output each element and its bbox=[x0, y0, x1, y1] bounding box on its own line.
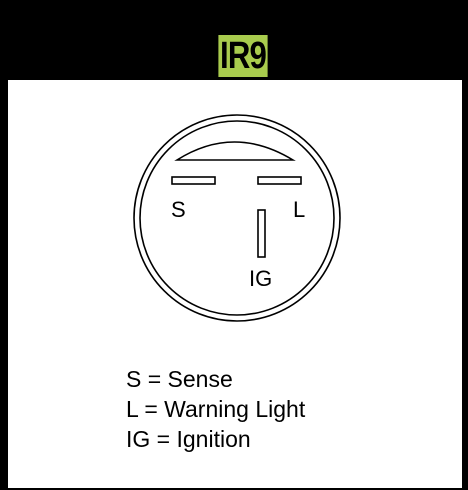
legend-item-warning-light: L = Warning Light bbox=[126, 396, 306, 422]
connector-inner-ring bbox=[139, 120, 335, 316]
terminal-ig-label: IG bbox=[249, 266, 272, 291]
terminal-ig-pin bbox=[257, 209, 266, 258]
diagram-panel: IR9 S L IG S = Sense L = Warning Light I… bbox=[6, 24, 464, 490]
diagram-title: IR9 bbox=[218, 35, 268, 77]
terminal-l-pin bbox=[257, 176, 302, 185]
header-bar: IR9 bbox=[8, 26, 462, 80]
terminal-s-label: S bbox=[171, 197, 186, 222]
connector-key bbox=[174, 141, 296, 161]
terminal-l-label: L bbox=[293, 197, 305, 222]
connector-diagram: S L IG bbox=[133, 114, 341, 322]
terminal-s-pin bbox=[171, 176, 216, 185]
legend-item-ignition: IG = Ignition bbox=[126, 426, 251, 452]
legend-item-sense: S = Sense bbox=[126, 366, 233, 392]
connector-outer-ring bbox=[133, 114, 341, 322]
terminal-legend: S = Sense L = Warning Light IG = Ignitio… bbox=[126, 364, 305, 454]
